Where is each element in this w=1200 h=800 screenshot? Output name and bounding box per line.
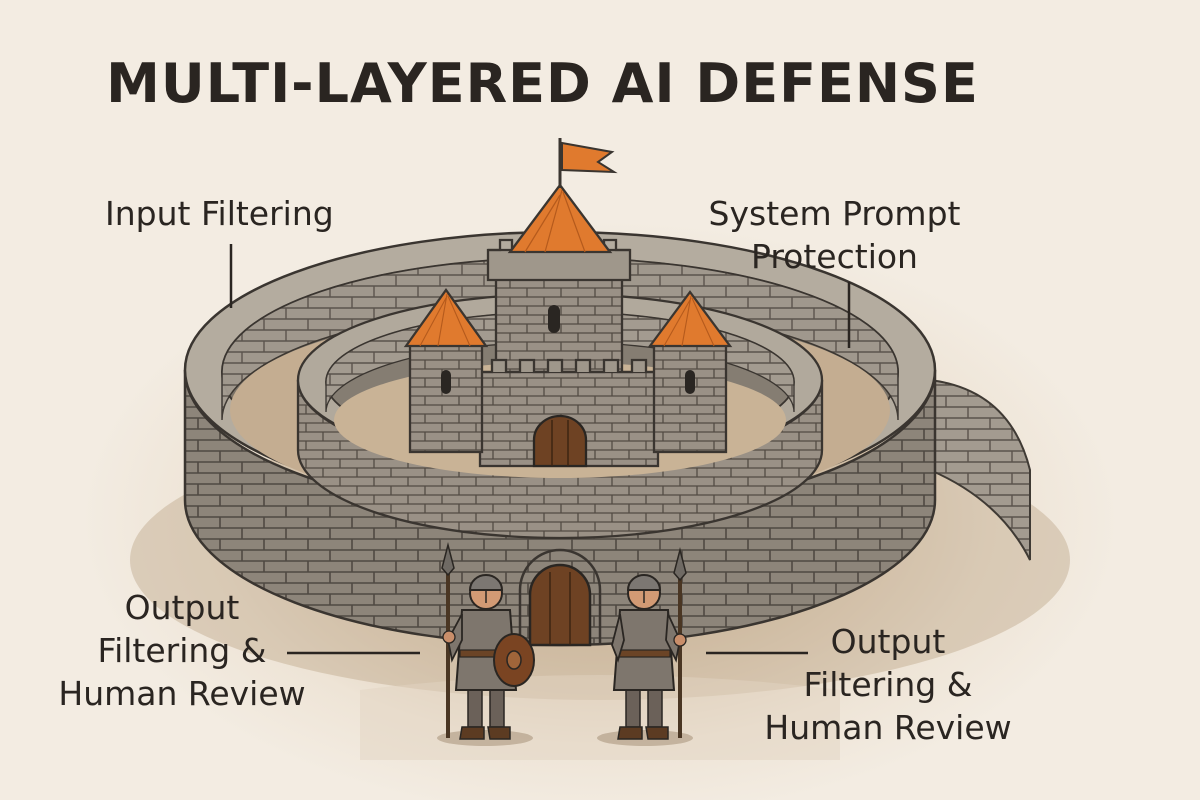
left-tower-window [441, 370, 451, 394]
label-output-right-line-3: Human Review [764, 708, 1012, 747]
central-keep [403, 138, 733, 468]
guard-figure-left [437, 542, 535, 746]
diagram-title: MULTI-LAYERED AI DEFENSE [106, 52, 979, 115]
keep-gate [532, 414, 588, 468]
outer-wall-extension [929, 378, 1031, 561]
outer-gate [528, 563, 592, 647]
label-system-prompt-line-1: System Prompt [708, 194, 961, 233]
label-system-prompt-line-2: Protection [751, 237, 918, 276]
flag-icon [561, 141, 618, 174]
label-output-left-line-3: Human Review [58, 674, 306, 713]
label-output-left-line-1: Output [124, 588, 240, 627]
label-output-right-line-2: Filtering & [803, 665, 973, 704]
right-tower-window [685, 370, 695, 394]
keep-window [548, 305, 560, 333]
label-output-filtering-left: Output Filtering & Human Review [52, 586, 312, 715]
label-input-filtering: Input Filtering [105, 194, 334, 233]
label-output-right-line-1: Output [830, 622, 946, 661]
label-output-filtering-right: Output Filtering & Human Review [758, 620, 1018, 749]
label-output-left-line-2: Filtering & [97, 631, 267, 670]
label-system-prompt-protection: System Prompt Protection [702, 192, 967, 278]
guard-figure-right [597, 547, 693, 746]
